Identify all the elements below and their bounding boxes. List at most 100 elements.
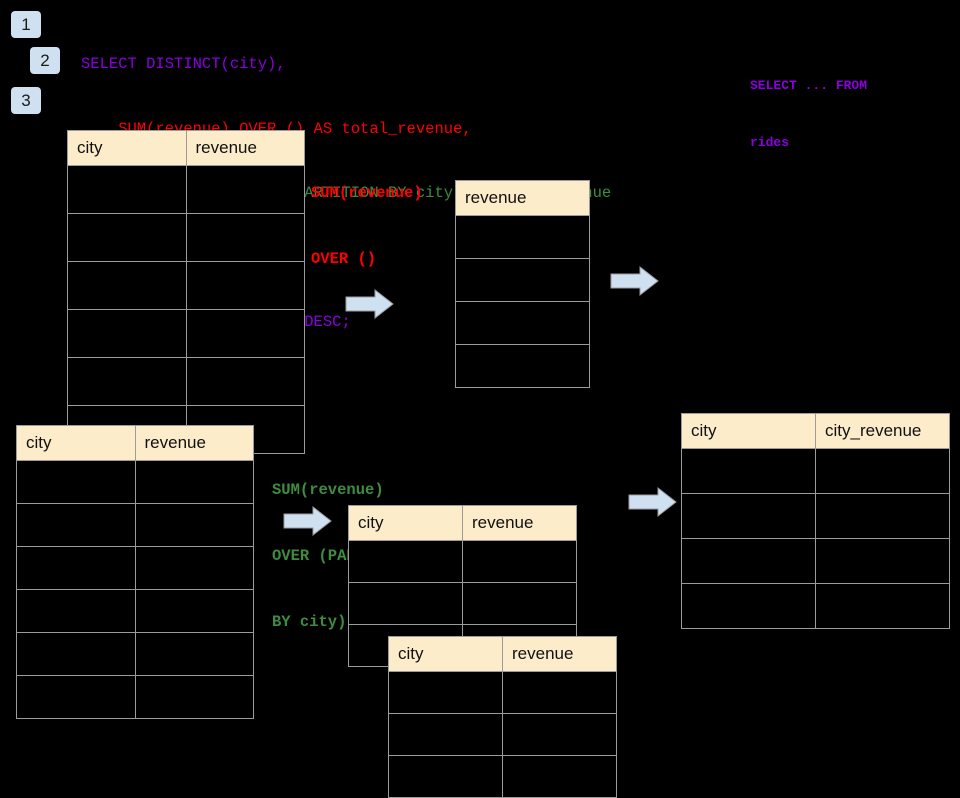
- arrow-total-to-right-icon: [610, 265, 660, 297]
- table-cell: [16, 589, 136, 633]
- table-cell: [348, 582, 463, 625]
- table-cell: [455, 344, 590, 388]
- annotation-over-empty-line-1: SUM(revenue): [311, 184, 423, 202]
- arrow-partition-to-result-icon: [628, 486, 678, 518]
- table-body: [16, 460, 254, 719]
- table-partition-group-b: city revenue: [388, 636, 617, 798]
- table-row: [16, 589, 254, 633]
- table-header-row: city revenue: [388, 636, 617, 672]
- sql-line-select: SELECT DISTINCT(city),: [81, 55, 286, 73]
- table-cell: [455, 258, 590, 302]
- table-row: [16, 460, 254, 504]
- table-cell: [681, 448, 816, 494]
- table-cell: [388, 755, 503, 798]
- column-header-revenue: revenue: [462, 505, 577, 541]
- table-cell: [16, 632, 136, 676]
- table-row: [16, 675, 254, 719]
- table-cell: [462, 582, 577, 625]
- table-row: [67, 357, 305, 406]
- table-header-row: city revenue: [16, 425, 254, 461]
- table-cell: [681, 538, 816, 584]
- table-row: [681, 493, 950, 539]
- step-badge-1: 1: [11, 11, 41, 38]
- table-row: [681, 448, 950, 494]
- diagram-canvas: 1 2 3 SELECT DISTINCT(city), SUM(revenue…: [11, 11, 950, 798]
- annotation-over-empty-line-2: OVER (): [311, 250, 377, 268]
- table-cell: [134, 675, 254, 719]
- table-cell: [16, 546, 136, 590]
- table-body: [455, 215, 590, 388]
- sidenote-select-from-rides: SELECT ... FROM rides: [750, 38, 867, 190]
- table-row: [348, 540, 577, 583]
- column-header-city: city: [67, 130, 187, 166]
- table-cell: [502, 671, 617, 714]
- step-badge-2: 2: [30, 47, 60, 74]
- column-header-revenue: revenue: [134, 425, 254, 461]
- table-cell: [134, 546, 254, 590]
- table-cell: [185, 357, 305, 406]
- table-cell: [462, 540, 577, 583]
- annotation-over-partition-line-3: BY city): [272, 613, 347, 631]
- table-row: [455, 215, 590, 259]
- table-cell: [455, 301, 590, 345]
- table-row: [16, 632, 254, 676]
- step-badge-3: 3: [11, 87, 41, 114]
- table-row: [388, 671, 617, 714]
- table-cell: [455, 215, 590, 259]
- column-header-city-revenue: city_revenue: [815, 413, 950, 449]
- table-row: [348, 582, 577, 625]
- table-body: [67, 165, 305, 454]
- table-rides-source-top: city revenue: [67, 130, 305, 454]
- table-row: [67, 309, 305, 358]
- table-header-row: city city_revenue: [681, 413, 950, 449]
- table-cell: [16, 503, 136, 547]
- table-row: [455, 258, 590, 302]
- table-cell: [815, 583, 950, 629]
- table-cell: [815, 493, 950, 539]
- table-cell: [185, 309, 305, 358]
- table-cell: [185, 165, 305, 214]
- table-cell: [16, 460, 136, 504]
- table-cell: [67, 261, 187, 310]
- table-city-revenue-result: city city_revenue: [681, 413, 950, 629]
- table-cell: [815, 448, 950, 494]
- table-cell: [67, 357, 187, 406]
- table-cell: [67, 309, 187, 358]
- table-cell: [134, 460, 254, 504]
- annotation-over-empty: SUM(revenue) OVER (): [311, 138, 423, 314]
- column-header-revenue: revenue: [185, 130, 305, 166]
- table-cell: [67, 165, 187, 214]
- arrow-source-to-partition-icon: [283, 505, 333, 537]
- annotation-over-partition-line-1: SUM(revenue): [272, 481, 384, 499]
- column-header-city: city: [16, 425, 136, 461]
- table-row: [455, 344, 590, 388]
- table-cell: [16, 675, 136, 719]
- table-row: [67, 261, 305, 310]
- table-cell: [185, 261, 305, 310]
- table-cell: [681, 493, 816, 539]
- table-body: [388, 671, 617, 798]
- sidenote-line-1: SELECT ... FROM: [750, 78, 868, 93]
- table-header-row: revenue: [455, 180, 590, 216]
- table-row: [67, 213, 305, 262]
- table-rides-source-bottom: city revenue: [16, 425, 254, 719]
- column-header-city: city: [388, 636, 503, 672]
- table-row: [681, 583, 950, 629]
- table-total-revenue: revenue: [455, 180, 590, 388]
- column-header-city: city: [681, 413, 816, 449]
- table-row: [388, 755, 617, 798]
- table-cell: [67, 213, 187, 262]
- table-cell: [348, 540, 463, 583]
- table-header-row: city revenue: [348, 505, 577, 541]
- column-header-revenue: revenue: [455, 180, 590, 216]
- arrow-source-to-total-icon: [345, 288, 395, 320]
- table-row: [681, 538, 950, 584]
- table-cell: [681, 583, 816, 629]
- table-cell: [502, 755, 617, 798]
- table-row: [455, 301, 590, 345]
- table-body: [681, 448, 950, 629]
- sidenote-line-2: rides: [750, 135, 790, 150]
- table-row: [16, 503, 254, 547]
- table-cell: [388, 671, 503, 714]
- table-cell: [185, 213, 305, 262]
